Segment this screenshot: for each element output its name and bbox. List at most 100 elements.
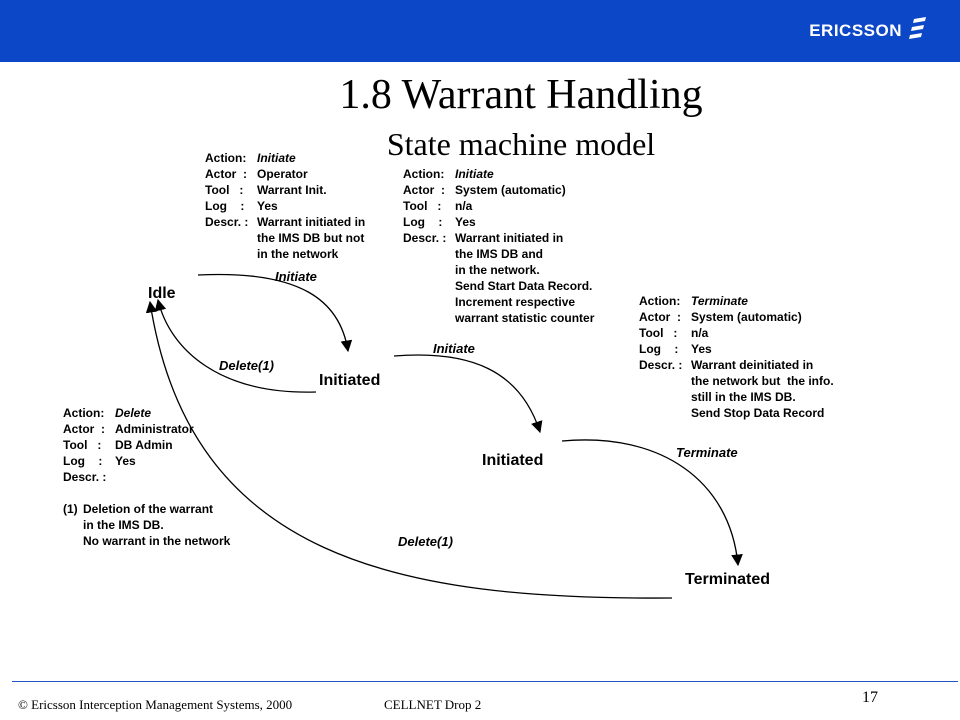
edge-initiate-1 xyxy=(197,273,353,353)
note-line: Descr. : Warrant initiated in xyxy=(205,214,365,230)
note-line: Send Stop Data Record xyxy=(639,405,834,421)
note-line: Tool : n/a xyxy=(639,325,834,341)
note-label: Log : xyxy=(639,342,679,356)
note-value: Warrant Init. xyxy=(257,183,327,197)
note-value: n/a xyxy=(455,199,473,213)
note-label: Descr. : xyxy=(63,470,107,484)
note-label: Descr. : xyxy=(403,231,447,245)
transition-label-terminate: Terminate xyxy=(676,445,738,460)
note-value: in the IMS DB. xyxy=(83,518,164,532)
note-line: the IMS DB and xyxy=(403,246,594,262)
note-line: the IMS DB but not xyxy=(205,230,365,246)
note-line: (1)Deletion of the warrant xyxy=(63,501,230,517)
edge-delete-1 xyxy=(154,298,317,393)
note-value: Initiate xyxy=(455,167,494,181)
note-line: No warrant in the network xyxy=(63,533,230,549)
note-value: Warrant deinitiated in xyxy=(691,358,814,372)
note-line: Log : Yes xyxy=(639,341,834,357)
header-bar: ERICSSON xyxy=(0,0,960,62)
page-subtitle: State machine model xyxy=(386,126,656,162)
transition-label-initiate-1: Initiate xyxy=(275,269,317,284)
note-line: Increment respective xyxy=(403,294,594,310)
note-line: Action: Initiate xyxy=(403,166,594,182)
note-value: Delete xyxy=(115,406,152,420)
note-value: still in the IMS DB. xyxy=(691,390,796,404)
state-idle: Idle xyxy=(148,285,176,302)
transition-label-delete-2: Delete(1) xyxy=(398,534,453,549)
note-value: No warrant in the network xyxy=(83,534,231,548)
edge-initiate-2 xyxy=(393,354,543,434)
note-label: Actor : xyxy=(205,167,247,181)
note-line: Log :Yes xyxy=(205,198,365,214)
note-line: Log :Yes xyxy=(403,214,594,230)
note-value: Increment respective xyxy=(455,295,576,309)
note-value: Warrant initiated in xyxy=(257,215,366,229)
note-value: Administrator xyxy=(115,422,194,436)
note-label: Actor : xyxy=(403,183,445,197)
note-value: Deletion of the warrant xyxy=(83,502,214,516)
note-label: Actor : xyxy=(63,422,105,436)
note-value: Yes xyxy=(115,454,136,468)
note-line: the network but the info. xyxy=(639,373,834,389)
note-line: warrant statistic counter xyxy=(403,310,594,326)
note-label: Tool : xyxy=(63,438,102,452)
note-value: in the network xyxy=(257,247,339,261)
note-value: System (automatic) xyxy=(455,183,566,197)
note-value: Send Stop Data Record xyxy=(691,406,825,420)
note-line: Actor : System (automatic) xyxy=(403,182,594,198)
note-label: Action: xyxy=(403,167,445,181)
note-line: Descr. :Warrant initiated in xyxy=(403,230,594,246)
note-label: Descr. : xyxy=(639,358,683,372)
note-line: still in the IMS DB. xyxy=(639,389,834,405)
page-number: 17 xyxy=(862,689,878,706)
state-initiated-1: Initiated xyxy=(319,372,381,389)
ericsson-logo-icon xyxy=(909,17,926,39)
note-value: Operator xyxy=(257,167,308,181)
edge-terminate xyxy=(561,439,743,567)
note-label: Tool : xyxy=(403,199,442,213)
state-terminated: Terminated xyxy=(685,571,771,588)
note-label: Tool : xyxy=(639,326,678,340)
transition-label-delete-1: Delete(1) xyxy=(219,358,274,373)
note-line: Action:Delete xyxy=(63,405,230,421)
note-line: Descr. : xyxy=(63,469,230,485)
note-label: Action: xyxy=(639,294,681,308)
note-line: Tool : n/a xyxy=(403,198,594,214)
note-value: the IMS DB and xyxy=(455,247,544,261)
note-value: the IMS DB but not xyxy=(257,231,365,245)
note-line: Action:Initiate xyxy=(205,150,365,166)
note-line: Log : Yes xyxy=(63,453,230,469)
note-value: Yes xyxy=(455,215,476,229)
note-value: the network but the info. xyxy=(691,374,834,388)
note-line: Descr. : Warrant deinitiated in xyxy=(639,357,834,373)
footer-copyright: © Ericsson Interception Management Syste… xyxy=(18,697,293,712)
note-label: Log : xyxy=(205,199,245,213)
note-line: in the network xyxy=(205,246,365,262)
note-label: Tool : xyxy=(205,183,244,197)
note-label: Descr. : xyxy=(205,215,249,229)
brand-logo: ERICSSON xyxy=(809,16,930,46)
note-line: in the network. xyxy=(403,262,594,278)
note-value: in the network. xyxy=(455,263,540,277)
note-value: n/a xyxy=(691,326,709,340)
note-line: Send Start Data Record. xyxy=(403,278,594,294)
note-value: System (automatic) xyxy=(691,310,802,324)
edge-delete-2 xyxy=(145,300,673,599)
note-value: warrant statistic counter xyxy=(455,311,595,325)
note-line: Action: Terminate xyxy=(639,293,834,309)
note-line: Tool :DB Admin xyxy=(63,437,230,453)
note-line: in the IMS DB. xyxy=(63,517,230,533)
note-label: Log : xyxy=(63,454,103,468)
note-value: Send Start Data Record. xyxy=(455,279,593,293)
footer-rule xyxy=(12,681,958,682)
note-value: Yes xyxy=(691,342,712,356)
brand-name: ERICSSON xyxy=(809,21,902,40)
note-value: Terminate xyxy=(691,294,748,308)
note-line xyxy=(63,485,230,501)
state-initiated-2: Initiated xyxy=(482,452,544,469)
